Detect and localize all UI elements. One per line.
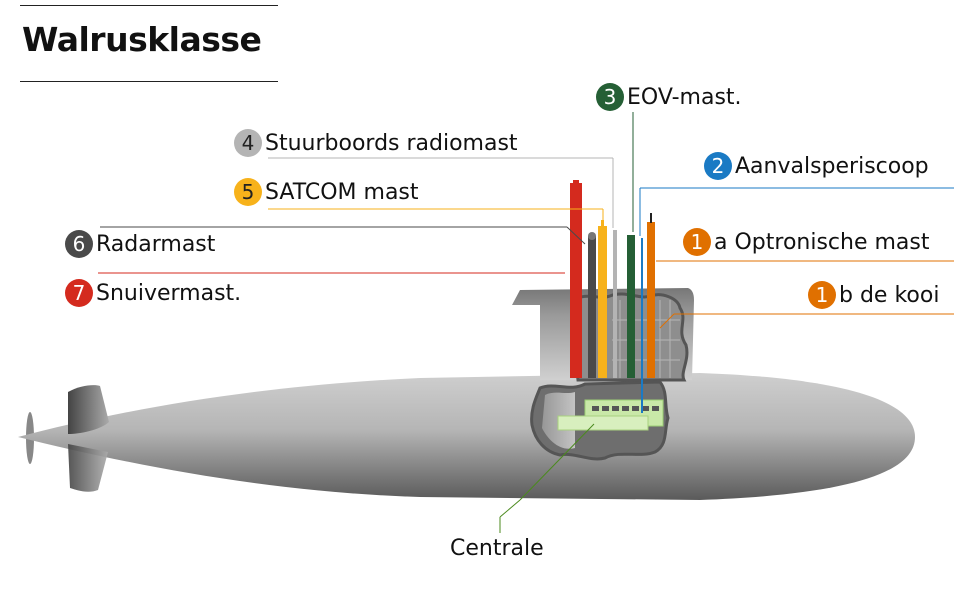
title-rule-bottom <box>20 81 278 82</box>
badge-6: 6 <box>65 230 93 258</box>
label-text: SATCOM mast <box>265 179 419 205</box>
badge-1b: 1 <box>808 281 836 309</box>
label-text: Snuivermast. <box>96 280 242 306</box>
badge-7: 7 <box>65 279 93 307</box>
badge-4: 4 <box>234 129 262 157</box>
mast-6-radarmast <box>588 236 596 378</box>
badge-1a: 1 <box>683 228 711 256</box>
label-text: Stuurboords radiomast <box>265 130 518 156</box>
badge-3: 3 <box>596 83 624 111</box>
label-centrale: Centrale <box>450 536 544 561</box>
label-kooi: 1 b de kooi <box>808 281 939 309</box>
mast-3-eov <box>627 235 635 378</box>
label-text: a Optronische mast <box>714 229 930 255</box>
mast-2-periscoop <box>641 238 643 413</box>
lower-rudder <box>68 444 108 492</box>
label-optronische-mast: 1 a Optronische mast <box>683 228 930 256</box>
label-text: Aanvalsperiscoop <box>735 153 929 179</box>
label-satcom: 5 SATCOM mast <box>234 178 419 206</box>
label-text: b de kooi <box>839 282 940 308</box>
label-text: EOV-mast. <box>627 84 742 110</box>
label-eov-mast: 3 EOV-mast. <box>596 83 742 111</box>
badge-5: 5 <box>234 178 262 206</box>
label-text: Centrale <box>450 536 544 561</box>
mast-1a-optronische <box>647 222 655 378</box>
hull <box>18 373 915 500</box>
centrale-console-front <box>557 415 649 431</box>
title-rule-top <box>20 5 278 6</box>
label-radiomast: 4 Stuurboords radiomast <box>234 129 518 157</box>
badge-2: 2 <box>704 152 732 180</box>
mast-4-radiomast <box>613 230 617 378</box>
mast-5-satcom <box>598 226 607 378</box>
label-text: Radarmast <box>96 231 216 257</box>
label-radarmast: 6 Radarmast <box>65 230 215 258</box>
upper-rudder <box>68 385 109 434</box>
label-aanvalsperiscoop: 2 Aanvalsperiscoop <box>704 152 929 180</box>
mast-7-snuivermast <box>570 183 582 378</box>
label-snuivermast: 7 Snuivermast. <box>65 279 241 307</box>
diagram-title: Walrusklasse <box>22 20 262 59</box>
